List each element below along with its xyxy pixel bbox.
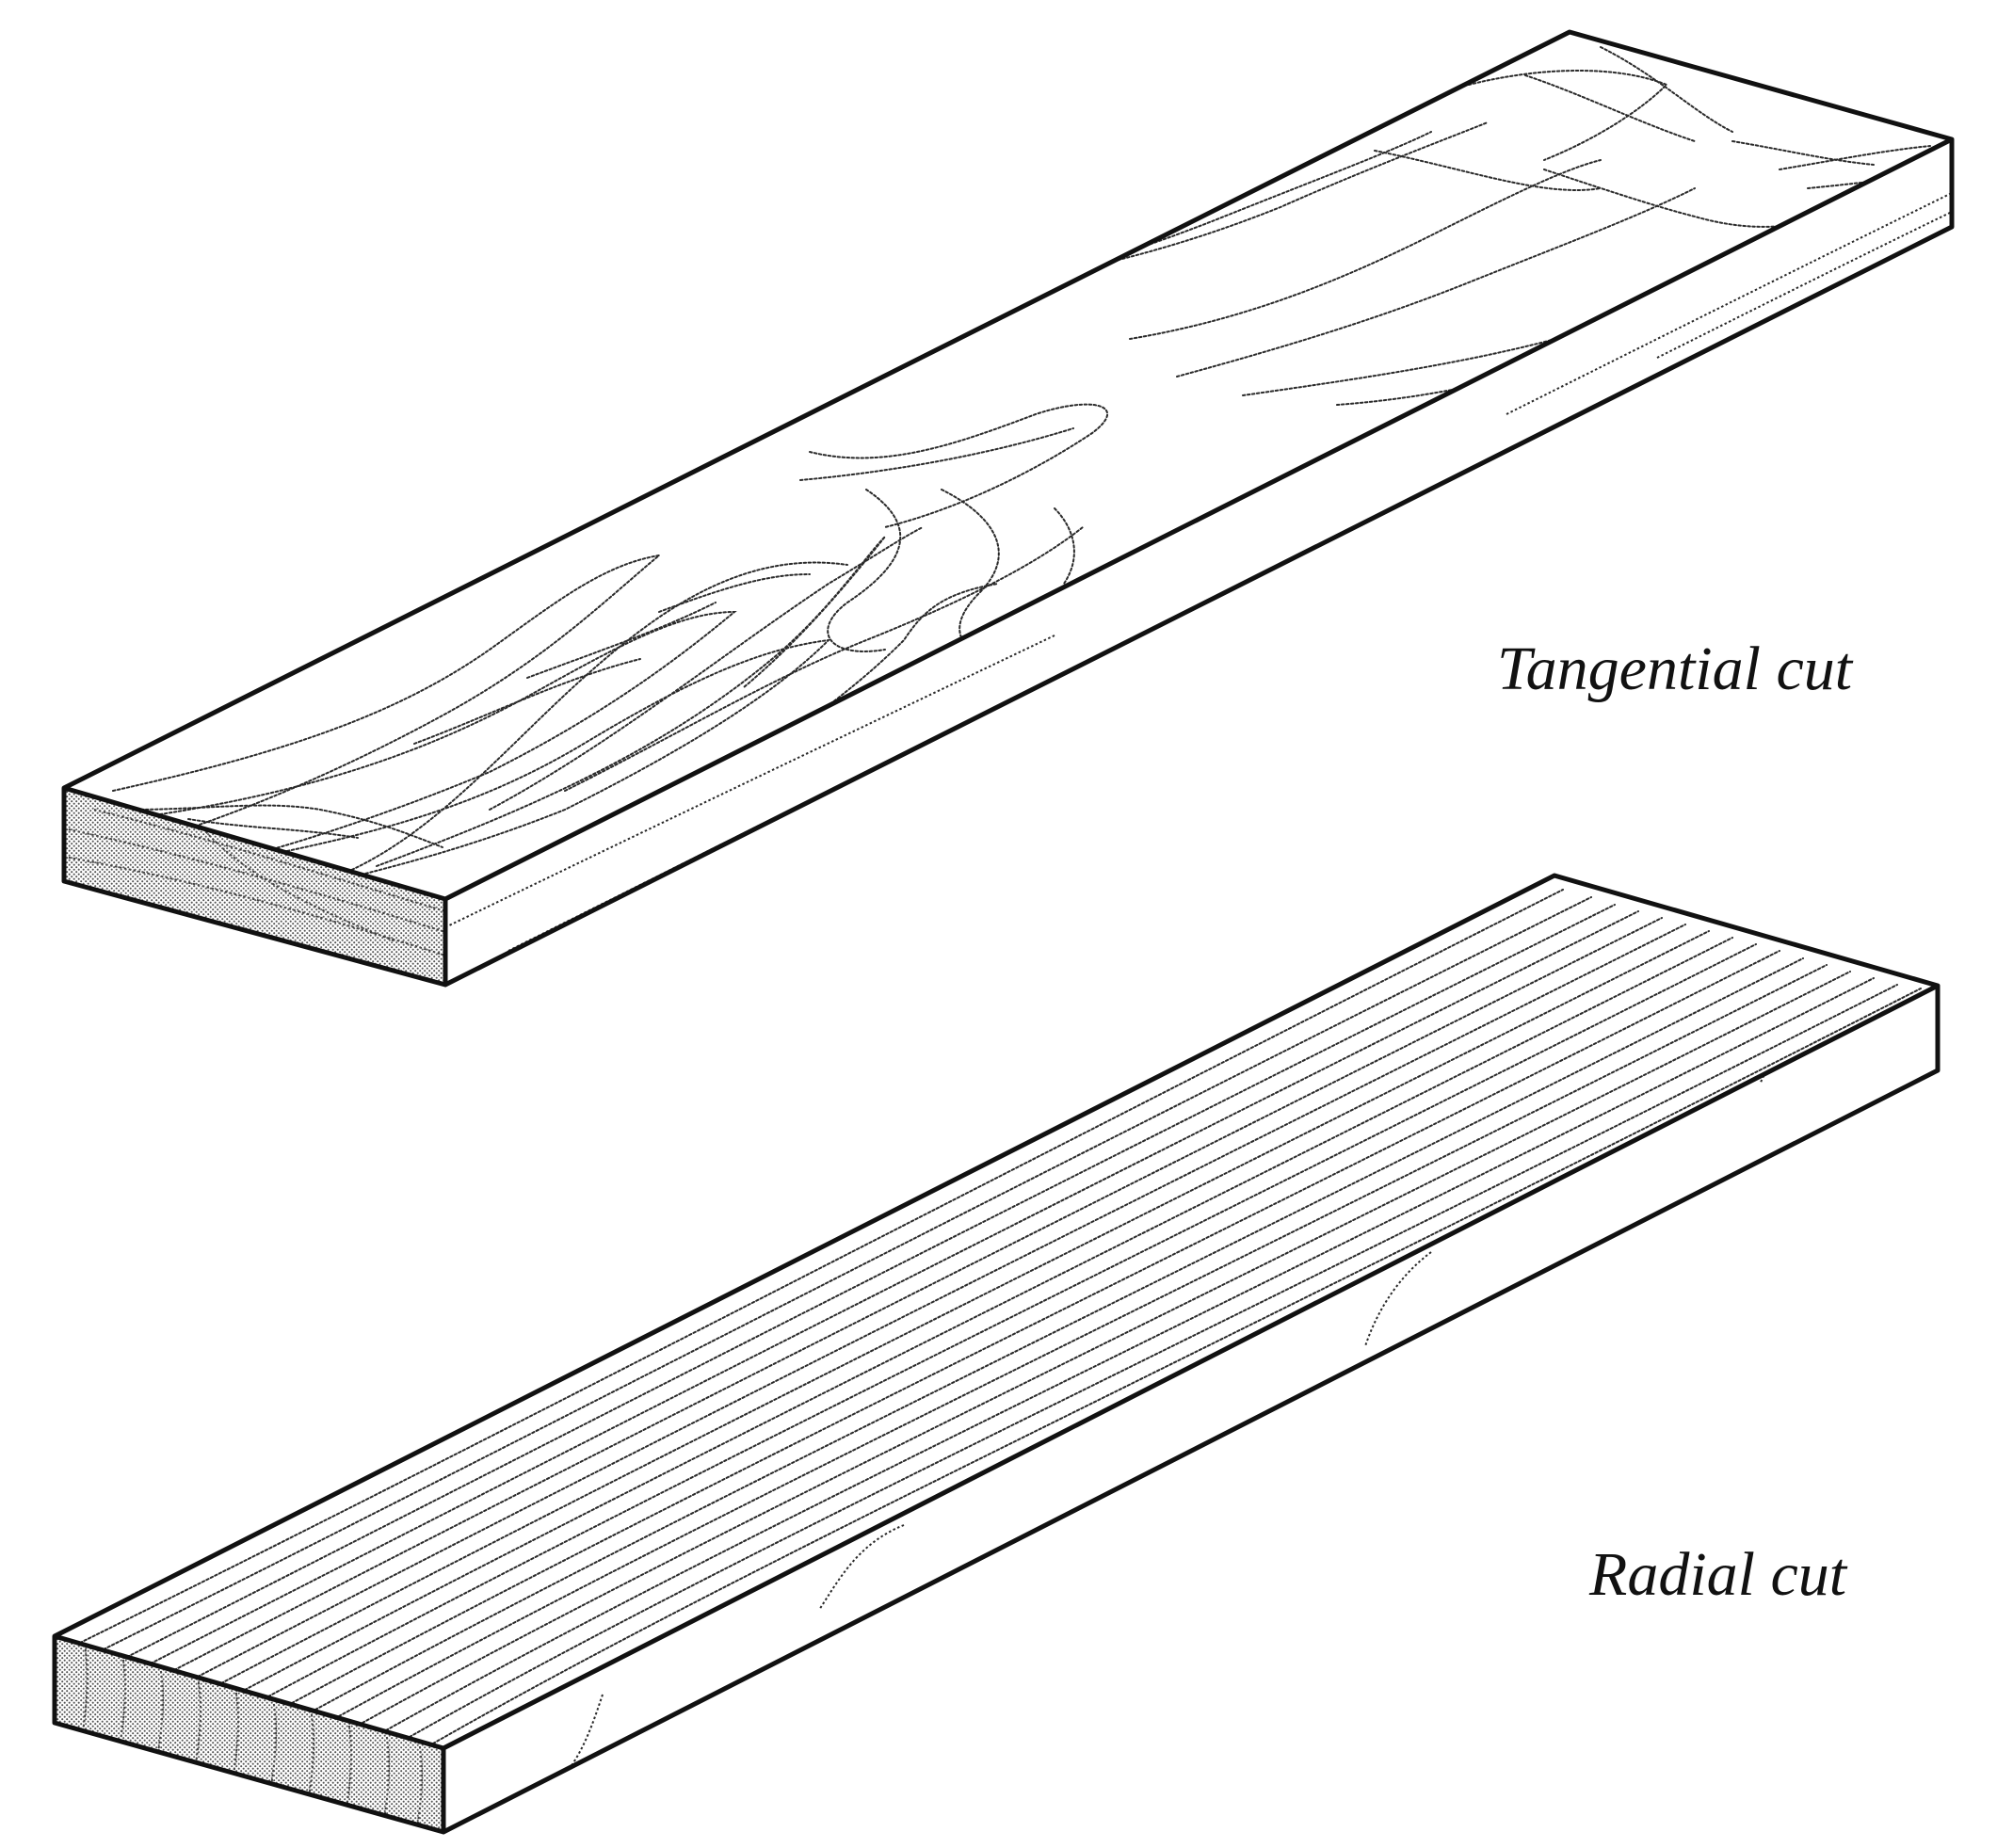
tangential-end-grain-lines <box>64 809 445 956</box>
radial-cut-label: Radial cut <box>1589 1540 1847 1609</box>
radial-end-grain <box>55 1636 443 1832</box>
tangential-board <box>61 29 1955 988</box>
tangential-cut-label: Tangential cut <box>1497 635 1853 703</box>
radial-board <box>52 873 1941 1835</box>
radial-outline <box>52 873 1941 1835</box>
tangential-end-grain <box>64 788 445 985</box>
radial-side-face <box>443 986 1938 1832</box>
tangential-side-face <box>445 139 1952 985</box>
radial-grain-lines <box>79 889 1922 1744</box>
radial-top-face <box>55 876 1938 1748</box>
tangential-top-face <box>64 32 1952 899</box>
radial-end-grain-lines <box>82 1644 424 1829</box>
tangential-outline <box>61 29 1955 988</box>
